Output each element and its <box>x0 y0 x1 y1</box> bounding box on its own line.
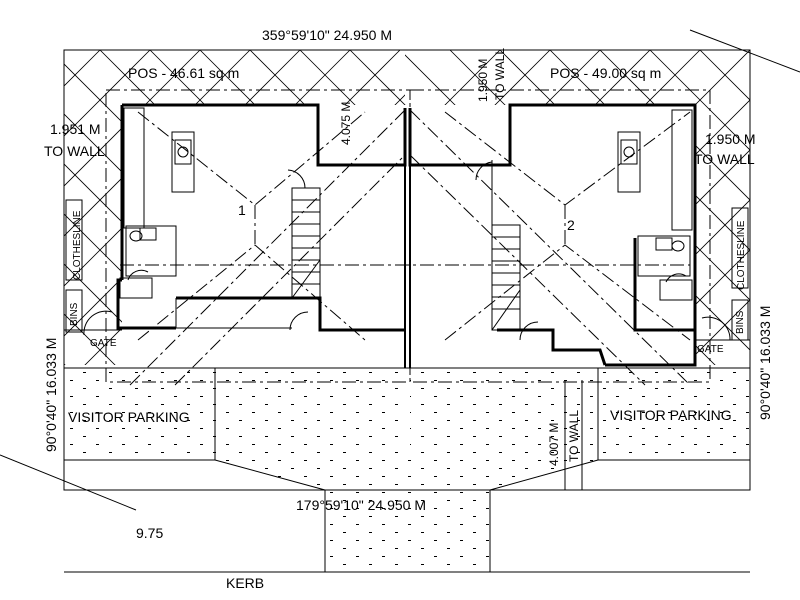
pos-right-label: POS - 49.00 sq m <box>550 65 661 81</box>
top-mid-label: TO WALL <box>493 48 507 100</box>
visitor-parking-left: VISITOR PARKING <box>68 409 190 425</box>
corner-dimension: 9.75 <box>136 525 163 541</box>
unit-1-number: 1 <box>238 202 246 218</box>
pos-left-label: POS - 46.61 sq m <box>128 65 239 81</box>
bottom-boundary-label: 179°59'10" 24.950 M <box>296 497 426 513</box>
setback-right-value: 1.950 M <box>705 131 756 147</box>
side-yard-details <box>64 199 750 341</box>
unit-2-walls <box>408 103 697 367</box>
setback-left-label: TO WALL <box>44 143 105 159</box>
visitor-parking-right: VISITOR PARKING <box>610 407 732 423</box>
gate-left: GATE <box>90 338 117 349</box>
front-dim-label: TO WALL <box>567 410 581 462</box>
setback-right-label: TO WALL <box>694 151 755 167</box>
unit-1-walls <box>116 103 411 368</box>
right-boundary-label: 90°0'40" 16.033 M <box>757 306 773 420</box>
front-dim-value: 4.007 M <box>547 423 561 466</box>
unit-2-number: 2 <box>567 217 575 233</box>
left-boundary-label: 90°0'40" 16.033 M <box>43 338 59 452</box>
clothesline-left: CLOTHESLINE <box>72 210 83 280</box>
gate-right: GATE <box>697 344 724 355</box>
clothesline-right: CLOTHESLINE <box>736 220 747 290</box>
bins-right: BINS <box>735 310 746 334</box>
top-boundary-label: 359°59'10" 24.950 M <box>262 27 392 43</box>
rear-dim-left: 4.075 M <box>339 102 353 145</box>
paving <box>64 367 750 573</box>
bins-left: BINS <box>69 302 80 326</box>
top-mid-value: 1.950 M <box>476 59 490 102</box>
eave-outlines <box>105 89 711 386</box>
kerb-label: KERB <box>226 575 264 591</box>
setback-left-value: 1.951 M <box>50 121 101 137</box>
